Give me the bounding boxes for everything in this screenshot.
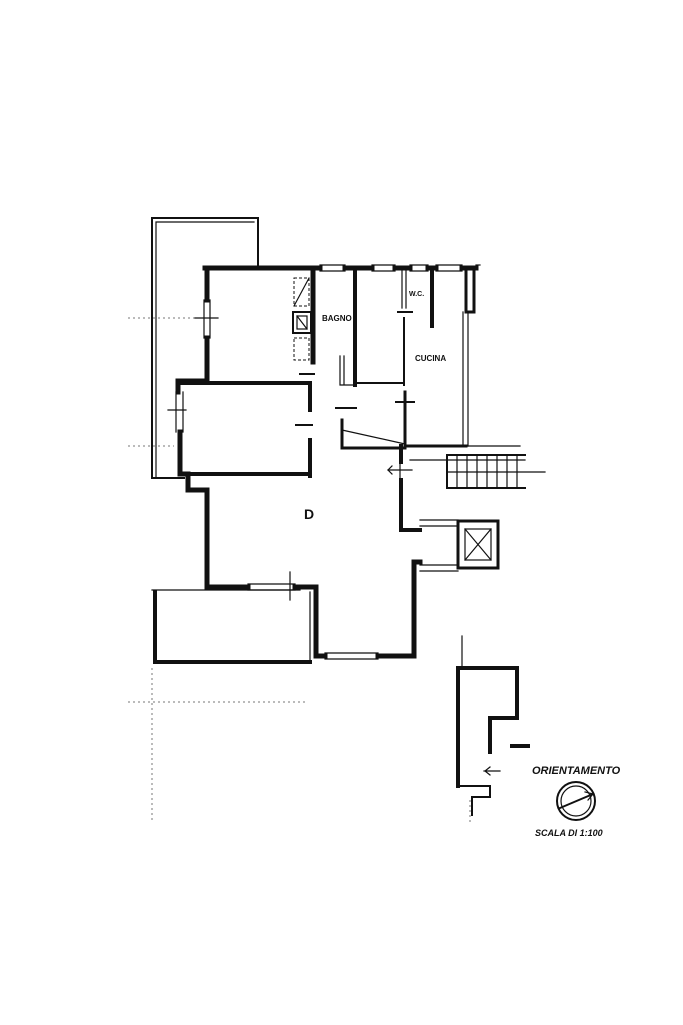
window-left-upper — [194, 299, 219, 339]
elevator-shaft — [456, 519, 500, 570]
entrance-door-mark — [387, 461, 413, 479]
step-line — [341, 429, 406, 445]
compass-inner-ring — [560, 785, 592, 817]
entrance-arrow-icon — [387, 465, 393, 475]
terrace-bottom-left — [151, 589, 312, 664]
kitchen-label: CUCINA — [415, 354, 446, 363]
orientation-label: ORIENTAMENTO — [532, 765, 621, 777]
terrace-outline — [151, 217, 259, 479]
compass-needle — [558, 792, 595, 810]
wall-left-middle — [177, 429, 251, 590]
wc-label: W.C. — [409, 291, 424, 298]
detail-arrow-icon — [483, 766, 501, 776]
terrace-inner-line — [155, 221, 255, 479]
wall-bottom — [375, 559, 423, 659]
detail-wall — [456, 666, 519, 754]
living-room-marker: D — [304, 506, 314, 522]
elevator-car — [464, 528, 492, 561]
windows — [167, 264, 463, 660]
stairs — [446, 454, 546, 489]
window-top — [371, 264, 396, 272]
terrace-outline — [153, 590, 312, 664]
wall-top-right-pier — [464, 266, 476, 314]
window-left-middle — [167, 391, 187, 433]
shower-box — [292, 311, 312, 334]
wall-wc — [401, 269, 407, 309]
window-top — [409, 264, 429, 272]
window-bottom-living — [324, 652, 379, 660]
shower-diagonal — [296, 315, 308, 330]
terrace-top-left — [151, 217, 259, 479]
bathroom-fixtures — [292, 277, 312, 361]
cabinet-diagonal — [293, 277, 310, 307]
window-top — [319, 264, 346, 272]
interior-walls — [178, 267, 434, 478]
window-right-lower — [419, 564, 459, 572]
wall-bathroom-bottom — [339, 355, 356, 386]
bathroom-label: BAGNO — [322, 314, 352, 323]
lower-right-detail — [456, 635, 530, 816]
elevator-cross-icon — [464, 528, 492, 561]
shower-tray — [296, 315, 308, 330]
wall-bottom — [292, 584, 328, 659]
scale-label: SCALA DI 1:100 — [535, 828, 603, 838]
cabinet — [293, 337, 310, 361]
detail-step — [457, 785, 491, 816]
wall-right-hall — [399, 478, 422, 532]
elevator — [456, 519, 500, 570]
cabinet — [293, 277, 310, 307]
compass-arrowhead — [584, 791, 595, 801]
window-top — [435, 264, 463, 272]
compass-icon — [556, 781, 596, 821]
window-bottom — [247, 571, 296, 601]
door-marks — [295, 311, 415, 479]
guide-lines — [128, 317, 471, 822]
compass-outer-ring — [556, 781, 596, 821]
window-right-upper — [419, 519, 459, 527]
exterior-walls — [175, 264, 526, 659]
step-wall — [340, 418, 407, 450]
